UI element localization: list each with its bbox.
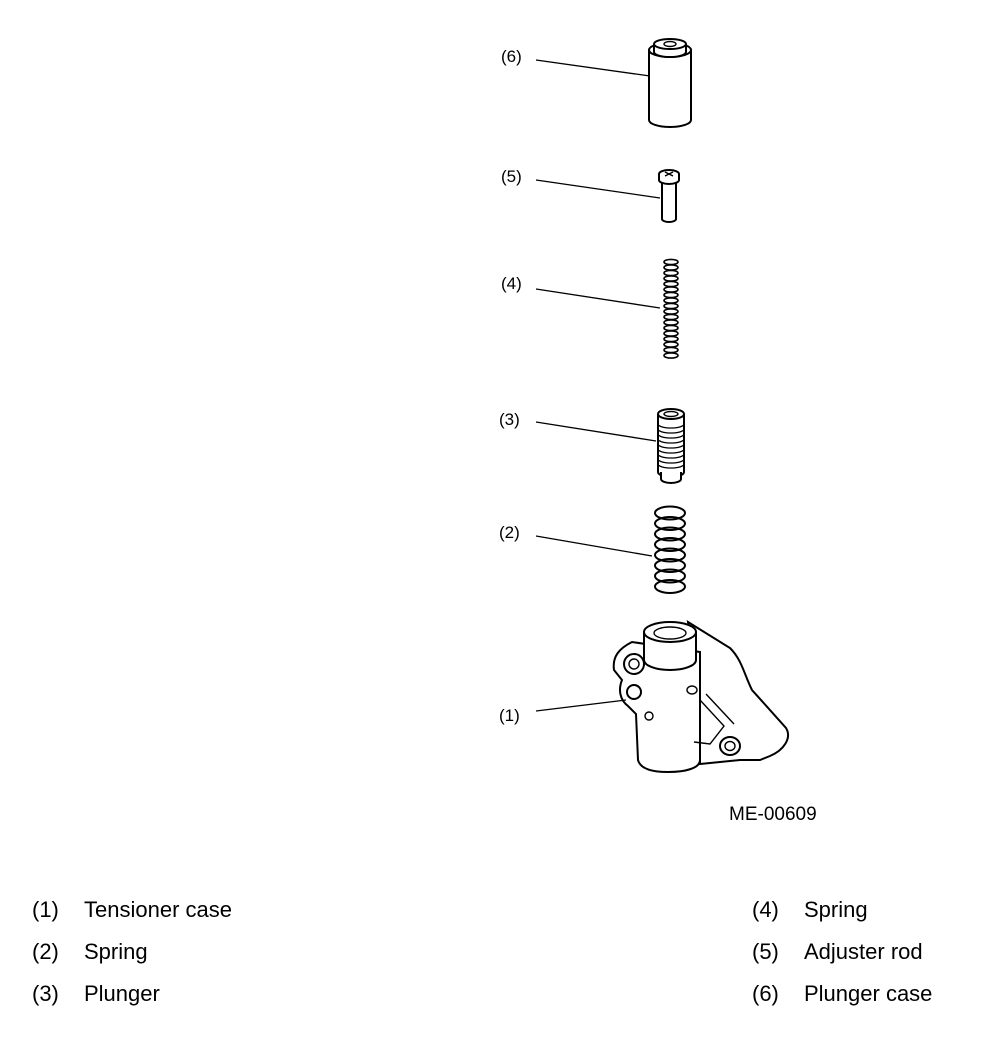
callout-1: (1) xyxy=(499,706,520,725)
leader-4 xyxy=(535,288,661,309)
legend-number: (3) xyxy=(32,981,59,1006)
plunger-part xyxy=(657,408,685,484)
callout-5: (5) xyxy=(501,167,522,186)
large-spring-part xyxy=(654,505,686,594)
legend-item: (1) Tensioner case xyxy=(32,897,292,925)
legend-item: (2) Spring xyxy=(32,939,292,967)
legend-item: (3) Plunger xyxy=(32,981,292,1009)
legend-label: Spring xyxy=(804,897,868,922)
tensioner-case-part xyxy=(612,619,789,774)
callout-6: (6) xyxy=(501,47,522,66)
legend-label: Tensioner case xyxy=(84,897,232,922)
callout-4: (4) xyxy=(501,274,522,293)
small-spring-part xyxy=(663,258,679,359)
callout-2: (2) xyxy=(499,523,520,542)
legend-label: Adjuster rod xyxy=(804,939,923,964)
legend-number: (6) xyxy=(752,981,779,1006)
leader-6 xyxy=(535,59,651,77)
exploded-diagram: (6) (5) (4) (3) (2) xyxy=(499,38,789,774)
plunger-case-part xyxy=(648,38,692,128)
callout-3: (3) xyxy=(499,410,520,429)
legend-number: (5) xyxy=(752,939,779,964)
leader-3 xyxy=(535,421,657,442)
leader-2 xyxy=(535,535,653,557)
figure-id: ME-00609 xyxy=(729,804,817,825)
legend-label: Plunger case xyxy=(804,981,933,1006)
legend-number: (4) xyxy=(752,897,779,922)
legend-item: (5) Adjuster rod xyxy=(752,939,992,967)
leader-5 xyxy=(535,179,661,199)
legend-label: Plunger xyxy=(84,981,160,1006)
legend-item: (4) Spring xyxy=(752,897,992,925)
legend-label: Spring xyxy=(84,939,148,964)
legend-number: (2) xyxy=(32,939,59,964)
legend-item: (6) Plunger case xyxy=(752,981,992,1009)
leader-1 xyxy=(535,699,627,712)
adjuster-rod-part xyxy=(658,169,680,223)
legend-number: (1) xyxy=(32,897,59,922)
